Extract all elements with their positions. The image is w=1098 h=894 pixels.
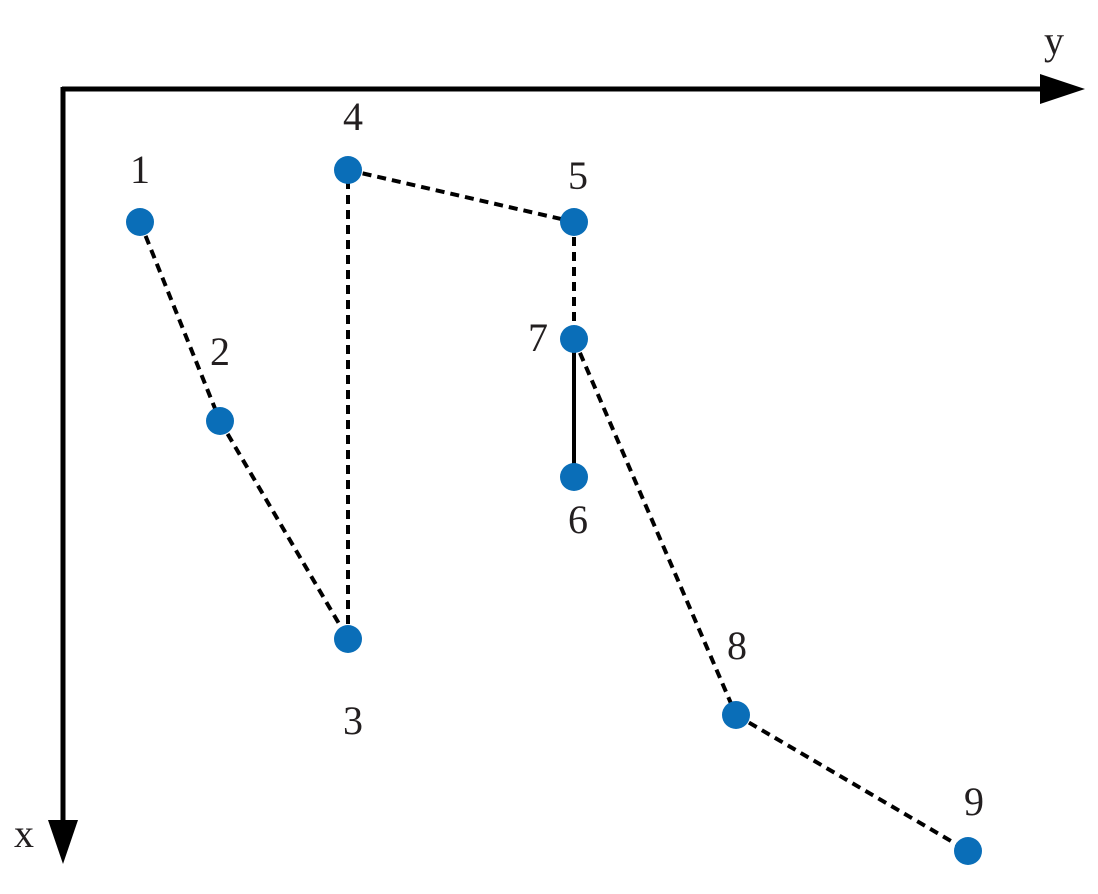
node-6 xyxy=(560,463,588,491)
node-label-9: 9 xyxy=(964,779,984,824)
node-label-6: 6 xyxy=(568,497,588,542)
edge-7-8 xyxy=(572,338,738,716)
node-label-1: 1 xyxy=(130,147,150,192)
node-label-8: 8 xyxy=(727,623,747,668)
node-4 xyxy=(334,156,362,184)
edges xyxy=(138,168,970,853)
node-label-4: 4 xyxy=(343,94,363,139)
node-label-7: 7 xyxy=(528,315,548,360)
axes: y x xyxy=(14,18,1085,864)
node-label-5: 5 xyxy=(568,153,588,198)
edge-1-2 xyxy=(138,221,222,422)
y-axis-label: y xyxy=(1044,18,1064,63)
node-2 xyxy=(206,407,234,435)
y-axis-arrow-icon xyxy=(1040,74,1085,104)
node-label-2: 2 xyxy=(210,329,230,374)
edge-4-5 xyxy=(347,168,575,224)
nodes xyxy=(126,156,982,865)
edge-2-3 xyxy=(218,419,350,641)
node-9 xyxy=(954,837,982,865)
node-7 xyxy=(560,325,588,353)
x-axis-label: x xyxy=(14,811,34,856)
node-1 xyxy=(126,208,154,236)
x-axis-arrow-icon xyxy=(48,820,78,864)
node-3 xyxy=(334,625,362,653)
node-8 xyxy=(722,701,750,729)
node-labels: 1 2 3 4 5 6 7 8 9 xyxy=(130,94,984,824)
node-5 xyxy=(560,208,588,236)
node-label-3: 3 xyxy=(343,698,363,743)
edge-8-9 xyxy=(734,713,970,853)
